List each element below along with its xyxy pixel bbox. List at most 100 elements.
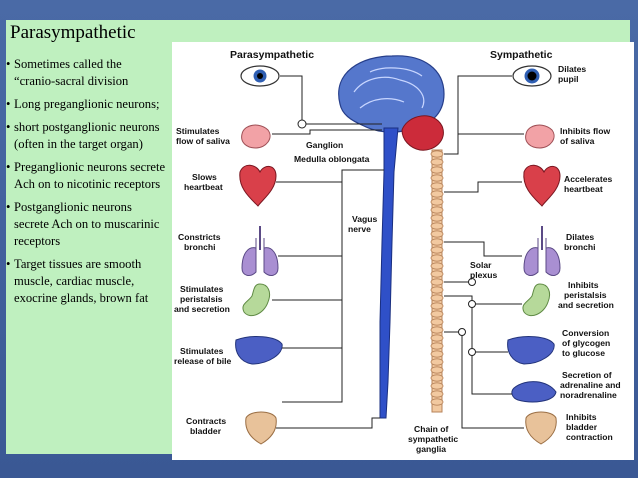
bullet-item: Long preganglionic neurons; bbox=[6, 96, 166, 113]
right-label-saliva-1: Inhibits flow bbox=[560, 126, 610, 136]
chain-ganglion bbox=[430, 238, 444, 246]
label-vagus-nerve-1: Vagus bbox=[352, 214, 378, 224]
bullet-item: Target tissues are smooth muscle, cardia… bbox=[6, 256, 166, 307]
right-label-adrenaline-3: noradrenaline bbox=[560, 390, 617, 400]
left-label-heart-1: Slows bbox=[192, 172, 217, 182]
chain-ganglion bbox=[430, 350, 444, 358]
brain-shape bbox=[338, 55, 445, 133]
bullet-list: Sometimes called the “cranio-sacral divi… bbox=[6, 56, 166, 313]
chain-ganglion bbox=[430, 198, 444, 206]
right-label-stomach-2: peristalsis bbox=[564, 290, 607, 300]
nervous-system-diagram: Parasympathetic Sympathetic bbox=[172, 42, 634, 460]
right-label-bronchi-1: Dilates bbox=[566, 232, 594, 242]
left-label-bronchi-2: bronchi bbox=[184, 242, 216, 252]
chain-ganglion bbox=[430, 318, 444, 326]
chain-ganglion bbox=[430, 222, 444, 230]
left-label-stomach-3: and secretion bbox=[174, 304, 230, 314]
chain-ganglion bbox=[430, 398, 444, 406]
spinal-cord bbox=[379, 127, 399, 419]
chain-ganglion bbox=[430, 206, 444, 214]
chain-ganglion bbox=[430, 190, 444, 198]
eye-icon bbox=[240, 65, 280, 87]
sympathetic-nerves bbox=[444, 75, 524, 429]
chain-ganglion bbox=[430, 342, 444, 350]
header-sympathetic: Sympathetic bbox=[490, 49, 553, 61]
header-parasympathetic: Parasympathetic bbox=[230, 49, 314, 61]
chain-ganglion bbox=[430, 278, 444, 286]
right-label-glycogen-2: of glycogen bbox=[562, 338, 610, 348]
heart-icon bbox=[239, 164, 277, 207]
chain-ganglion bbox=[430, 302, 444, 310]
stomach-icon-right bbox=[522, 283, 551, 317]
heart-icon-right bbox=[523, 164, 561, 207]
bullet-item: short postganglionic neurons (often in t… bbox=[6, 119, 166, 153]
chain-ganglion bbox=[430, 310, 444, 318]
left-label-stomach-2: peristalsis bbox=[180, 294, 223, 304]
left-label-bladder-2: bladder bbox=[190, 426, 222, 436]
chain-ganglion bbox=[430, 382, 444, 390]
right-label-bronchi-2: bronchi bbox=[564, 242, 596, 252]
right-label-stomach-3: and secretion bbox=[558, 300, 614, 310]
right-label-heart-1: Accelerates bbox=[564, 174, 612, 184]
chain-ganglion bbox=[430, 246, 444, 254]
left-label-liver-1: Stimulates bbox=[180, 346, 224, 356]
chain-ganglion bbox=[430, 254, 444, 262]
chain-ganglion bbox=[430, 358, 444, 366]
left-label-liver-2: release of bile bbox=[174, 356, 232, 366]
bladder-icon-right bbox=[525, 411, 557, 445]
label-medulla-oblongata: Medulla oblongata bbox=[294, 154, 370, 164]
left-label-saliva-1: Stimulates bbox=[176, 126, 220, 136]
bladder-icon bbox=[245, 411, 277, 445]
chain-ganglion bbox=[430, 262, 444, 270]
left-label-heart-2: heartbeat bbox=[184, 182, 223, 192]
right-label-pupil-2: pupil bbox=[558, 74, 579, 84]
chain-ganglion bbox=[430, 166, 444, 174]
parasympathetic-nerves bbox=[272, 75, 384, 429]
right-labels: Dilates pupil Inhibits flow of saliva Ac… bbox=[558, 64, 621, 442]
right-label-bladder-1: Inhibits bbox=[566, 412, 597, 422]
label-chain-3: ganglia bbox=[416, 444, 446, 454]
chain-ganglion bbox=[430, 158, 444, 166]
left-label-saliva-2: flow of saliva bbox=[176, 136, 230, 146]
liver-icon bbox=[235, 336, 283, 365]
left-label-bladder-1: Contracts bbox=[186, 416, 226, 426]
bullet-item: Postganglionic neurons secrete Ach on to… bbox=[6, 199, 166, 250]
eye-icon-right bbox=[512, 65, 552, 87]
right-label-adrenaline-2: adrenaline and bbox=[560, 380, 621, 390]
chain-ganglion bbox=[430, 286, 444, 294]
chain-ganglion bbox=[430, 230, 444, 238]
label-solar-plexus-1: Solar bbox=[470, 260, 492, 270]
label-ganglion: Ganglion bbox=[306, 140, 343, 150]
adrenal-gland-icon bbox=[511, 381, 557, 403]
chain-ganglion bbox=[430, 270, 444, 278]
bullet-item: Preganglionic neurons secrete Ach on to … bbox=[6, 159, 166, 193]
slide: Parasympathetic Sometimes called the “cr… bbox=[6, 20, 634, 460]
right-label-glycogen-1: Conversion bbox=[562, 328, 609, 338]
chain-ganglion bbox=[430, 326, 444, 334]
right-label-pupil-1: Dilates bbox=[558, 64, 586, 74]
right-label-stomach-1: Inhibits bbox=[568, 280, 599, 290]
lungs-icon-right bbox=[523, 226, 561, 276]
bullet-item: Sometimes called the “cranio-sacral divi… bbox=[6, 56, 166, 90]
chain-ganglion bbox=[430, 182, 444, 190]
label-chain-2: sympathetic bbox=[408, 434, 458, 444]
salivary-gland-icon bbox=[241, 124, 271, 149]
stomach-icon bbox=[242, 283, 271, 317]
liver-icon-right bbox=[507, 336, 555, 365]
left-label-stomach-1: Stimulates bbox=[180, 284, 224, 294]
label-chain-1: Chain of bbox=[414, 424, 449, 434]
diagram-svg: Parasympathetic Sympathetic bbox=[174, 49, 621, 454]
chain-ganglion bbox=[430, 390, 444, 398]
chain-ganglion bbox=[430, 150, 444, 158]
right-label-glycogen-3: to glucose bbox=[562, 348, 605, 358]
slide-title: Parasympathetic bbox=[10, 22, 136, 43]
right-label-bladder-3: contraction bbox=[566, 432, 613, 442]
left-label-bronchi-1: Constricts bbox=[178, 232, 221, 242]
label-solar-plexus-2: plexus bbox=[470, 270, 497, 280]
left-labels: Stimulates flow of saliva Slows heartbea… bbox=[174, 126, 232, 436]
salivary-gland-icon-right bbox=[525, 124, 555, 149]
chain-ganglion bbox=[430, 366, 444, 374]
chain-ganglion bbox=[430, 334, 444, 342]
sympathetic-chain bbox=[430, 149, 444, 413]
chain-ganglion bbox=[430, 174, 444, 182]
